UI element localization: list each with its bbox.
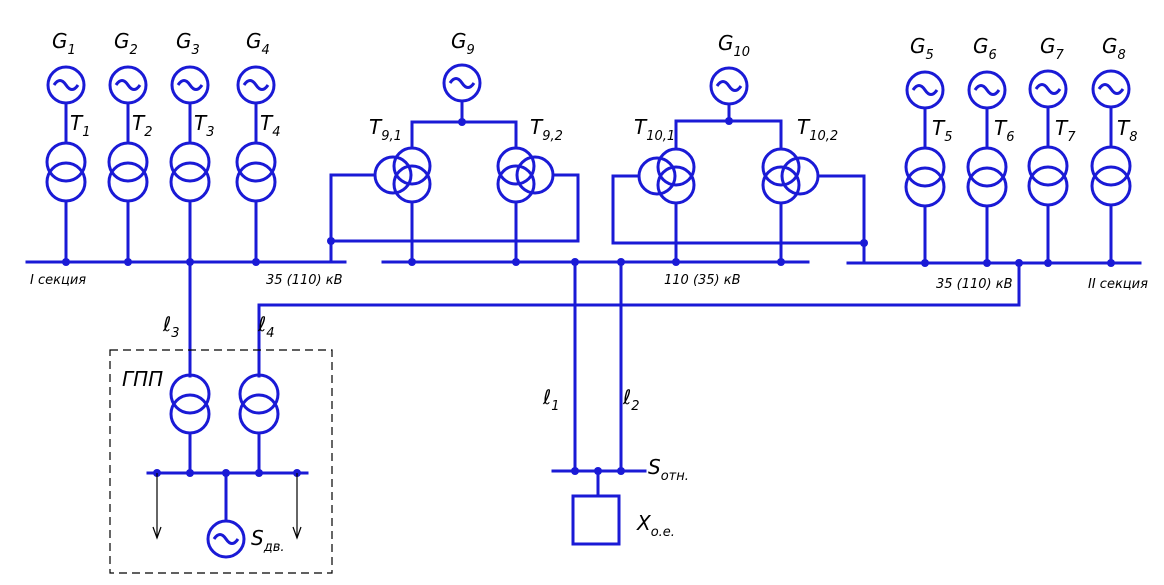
label-g1: G1 <box>52 29 76 58</box>
label-g6: G6 <box>973 34 997 63</box>
label-t6: T6 <box>994 116 1015 145</box>
label-t91: T9,1 <box>369 115 402 144</box>
transformer-icon <box>235 141 277 183</box>
generator-unit-g1 <box>45 65 87 266</box>
label-middle-voltage: 110 (35) кВ <box>664 273 741 288</box>
transformer-icon <box>238 373 280 415</box>
generator-unit-g8 <box>1090 69 1132 267</box>
generator-unit-g5 <box>904 70 946 267</box>
generator-unit-g2 <box>107 65 149 266</box>
label-g8: G8 <box>1102 34 1126 63</box>
transformer-t92-icon <box>496 146 536 186</box>
substation-boundary <box>109 349 333 574</box>
label-l4: ℓ4 <box>257 312 275 341</box>
label-x-oe: Xо.е. <box>636 511 675 540</box>
transformer-icon <box>45 141 87 183</box>
label-g9: G9 <box>451 29 475 58</box>
label-section-2: II секция <box>1088 277 1148 292</box>
label-g7: G7 <box>1040 34 1065 63</box>
label-t92: T9,2 <box>530 115 563 144</box>
label-t7: T7 <box>1055 116 1076 145</box>
label-t102: T10,2 <box>797 115 838 144</box>
label-l1: ℓ1 <box>542 385 560 414</box>
lines-l3-l4 <box>188 259 1023 378</box>
label-g5: G5 <box>910 34 934 63</box>
label-l2: ℓ2 <box>622 385 640 414</box>
transformer-icon <box>1027 145 1069 187</box>
generator-unit-g6 <box>966 70 1008 267</box>
generator-unit-g7 <box>1027 69 1069 267</box>
label-t3: T3 <box>194 111 215 140</box>
label-t4: T4 <box>260 111 281 140</box>
transformer-icon <box>107 141 149 183</box>
transformer-icon <box>1090 145 1132 187</box>
motor-icon <box>206 519 246 559</box>
label-g4: G4 <box>246 29 270 58</box>
label-g3: G3 <box>176 29 200 58</box>
label-right-voltage: 35 (110) кВ <box>936 277 1013 292</box>
transformer-icon <box>904 146 946 188</box>
label-substation: ГПП <box>122 367 163 391</box>
transformer-icon <box>966 146 1008 188</box>
transformer-icon <box>169 141 211 183</box>
generator-unit-g10 <box>611 66 868 266</box>
lines-l1-l2 <box>551 258 647 546</box>
generator-unit-g4 <box>235 65 277 266</box>
label-t2: T2 <box>132 111 153 140</box>
label-t1: T1 <box>70 111 91 140</box>
substation-gpp <box>109 349 333 574</box>
transformer-t101-icon <box>656 147 696 187</box>
load-impedance-box <box>571 494 621 546</box>
label-section-1: I секция <box>30 273 86 288</box>
label-g2: G2 <box>114 29 138 58</box>
transformer-t91-icon <box>392 146 432 186</box>
label-t5: T5 <box>932 116 953 145</box>
label-left-voltage: 35 (110) кВ <box>266 273 343 288</box>
label-l3: ℓ3 <box>162 312 180 341</box>
label-g10: G10 <box>718 31 750 60</box>
generator-unit-g9 <box>327 63 580 266</box>
label-s-dv: Sдв. <box>251 526 285 555</box>
transformer-icon <box>169 373 211 415</box>
label-s-otn: Sотн. <box>648 455 689 484</box>
label-t8: T8 <box>1117 116 1138 145</box>
label-t101: T10,1 <box>634 115 675 144</box>
generator-unit-g3 <box>169 65 211 266</box>
transformer-t102-icon <box>761 147 801 187</box>
